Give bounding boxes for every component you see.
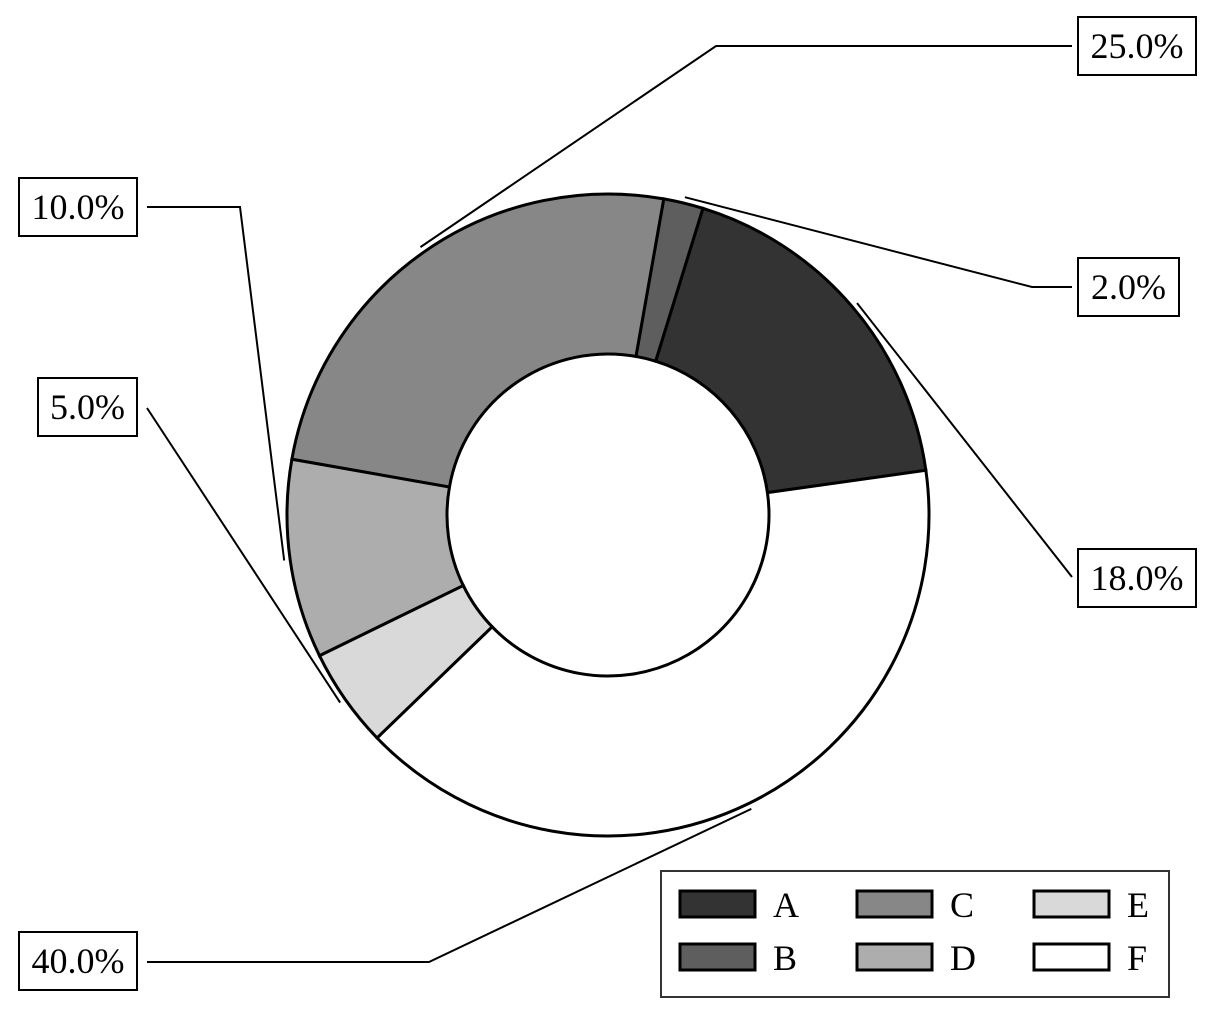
value-label-c: 25.0%	[1091, 26, 1184, 66]
legend: AB CD EF	[660, 870, 1170, 998]
value-labels-group: 18.0% 2.0% 25.0% 10.0% 5.0% 40.0%	[18, 16, 1197, 991]
legend-swatch-d	[855, 942, 934, 972]
legend-label-b: B	[773, 938, 797, 978]
value-label-box-d	[18, 177, 138, 237]
value-label-f: 40.0%	[32, 941, 125, 981]
value-label-b: 2.0%	[1091, 267, 1166, 307]
value-label-box-c	[1077, 16, 1197, 76]
legend-swatch-a	[678, 889, 757, 919]
legend-swatch-b	[678, 942, 757, 972]
leader-line-b	[684, 196, 1072, 288]
legend-swatch-e	[1032, 889, 1111, 919]
legend-label-e: E	[1127, 885, 1149, 925]
leader-line-e	[146, 407, 341, 704]
legend-swatch-f	[1032, 942, 1111, 972]
leader-line-d	[147, 206, 286, 561]
slice-f	[374, 468, 931, 838]
leader-line-f	[147, 808, 752, 963]
legend-label-c: C	[950, 885, 974, 925]
leader-line-c	[419, 45, 1072, 248]
value-label-box-f	[18, 931, 138, 991]
leader-lines-group	[146, 45, 1073, 963]
value-label-a: 18.0%	[1091, 558, 1184, 598]
value-label-box-b	[1077, 257, 1180, 317]
legend-swatch-c	[855, 889, 934, 919]
legend-label-a: A	[773, 885, 799, 925]
legend-label-d: D	[950, 938, 976, 978]
slice-a	[653, 206, 928, 495]
legend-label-f: F	[1127, 938, 1147, 978]
value-label-d: 10.0%	[32, 187, 125, 227]
value-label-box-e	[37, 377, 138, 437]
slice-c	[290, 192, 666, 489]
value-label-e: 5.0%	[50, 387, 125, 427]
slices-group	[285, 192, 931, 838]
leader-line-a	[856, 302, 1073, 578]
value-label-box-a	[1077, 548, 1197, 608]
